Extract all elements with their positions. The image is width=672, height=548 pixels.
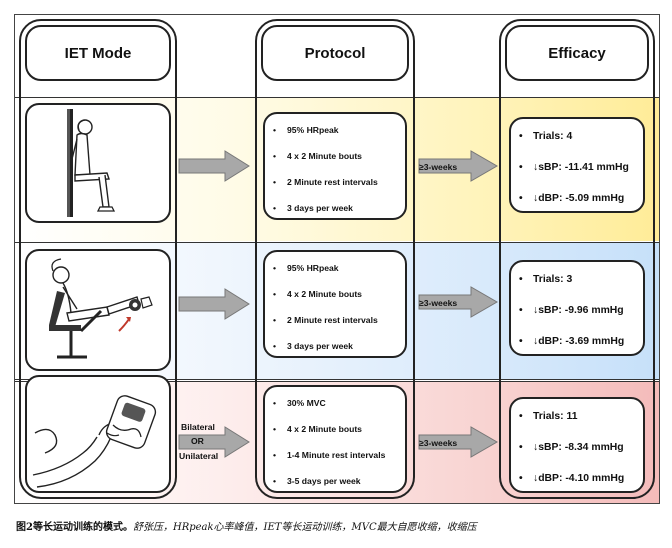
header-protocol: Protocol bbox=[261, 25, 409, 81]
efficacy-item: Trials: 3 bbox=[519, 264, 643, 295]
row-divider bbox=[15, 97, 659, 98]
caption-body: 舒张压，HRpeak心率峰值，IET等长运动训练，MVC最大自愿收缩，收缩压 bbox=[132, 522, 477, 533]
protocol-item: 2 Minute rest intervals bbox=[273, 307, 405, 333]
row-divider bbox=[15, 381, 659, 382]
protocol-box-leg-extension: 95% HRpeak 4 x 2 Minute bouts 2 Minute r… bbox=[263, 250, 407, 359]
wall-squat-image bbox=[25, 103, 171, 223]
protocol-item: 3 days per week bbox=[273, 333, 405, 359]
diagram-frame: IET Mode Protocol Efficacy 95% HRpeak 4 … bbox=[14, 14, 660, 504]
efficacy-item: ↓dBP: -5.09 mmHg bbox=[519, 183, 643, 214]
handgrip-dynamometer-arm-figure-icon bbox=[32, 395, 157, 488]
efficacy-column bbox=[499, 19, 655, 499]
protocol-item: 2 Minute rest intervals bbox=[273, 169, 405, 195]
efficacy-item: ↓dBP: -4.10 mmHg bbox=[519, 463, 643, 494]
right-arrow-icon bbox=[418, 426, 499, 458]
protocol-item: 95% HRpeak bbox=[273, 255, 405, 281]
row-divider bbox=[15, 379, 659, 380]
protocol-item: 4 x 2 Minute bouts bbox=[273, 416, 405, 442]
duration-label: ≥3-weeks bbox=[419, 162, 458, 172]
unilateral-label: Unilateral bbox=[179, 451, 219, 461]
efficacy-item: Trials: 11 bbox=[519, 401, 643, 432]
bilateral-label: Bilateral bbox=[181, 422, 215, 432]
protocol-column bbox=[255, 19, 415, 499]
caption-title: 图2等长运动训练的模式。 bbox=[16, 522, 133, 533]
handgrip-image bbox=[25, 375, 171, 493]
right-arrow-icon bbox=[178, 426, 250, 458]
efficacy-item: ↓sBP: -8.34 mmHg bbox=[519, 432, 643, 463]
protocol-box-handgrip: 30% MVC 4 x 2 Minute bouts 1-4 Minute re… bbox=[263, 385, 407, 494]
duration-label: ≥3-weeks bbox=[419, 298, 458, 308]
or-label: OR bbox=[191, 436, 204, 446]
right-arrow-icon bbox=[178, 288, 250, 320]
right-arrow-icon bbox=[418, 150, 499, 182]
leg-extension-image bbox=[25, 249, 171, 371]
efficacy-box-leg-extension: Trials: 3 ↓sBP: -9.96 mmHg ↓dBP: -3.69 m… bbox=[509, 260, 645, 357]
wall-squat-figure-icon bbox=[67, 109, 116, 217]
row-divider bbox=[15, 242, 659, 243]
protocol-item: 4 x 2 Minute bouts bbox=[273, 281, 405, 307]
protocol-item: 30% MVC bbox=[273, 390, 405, 416]
protocol-item: 4 x 2 Minute bouts bbox=[273, 143, 405, 169]
leg-extension-machine-figure-icon bbox=[49, 258, 153, 359]
header-efficacy: Efficacy bbox=[505, 25, 649, 81]
protocol-item: 3 days per week bbox=[273, 195, 405, 221]
duration-label: ≥3-weeks bbox=[419, 438, 458, 448]
efficacy-item: ↓sBP: -9.96 mmHg bbox=[519, 295, 643, 326]
efficacy-item: ↓dBP: -3.69 mmHg bbox=[519, 326, 643, 357]
efficacy-item: ↓sBP: -11.41 mmHg bbox=[519, 152, 643, 183]
efficacy-item: Trials: 4 bbox=[519, 121, 643, 152]
right-arrow-icon bbox=[418, 286, 499, 318]
protocol-item: 95% HRpeak bbox=[273, 117, 405, 143]
header-iet-mode: IET Mode bbox=[25, 25, 171, 81]
right-arrow-icon bbox=[178, 150, 250, 182]
efficacy-box-wall-squat: Trials: 4 ↓sBP: -11.41 mmHg ↓dBP: -5.09 … bbox=[509, 117, 645, 214]
figure-caption: 图2等长运动训练的模式。舒张压，HRpeak心率峰值，IET等长运动训练，MVC… bbox=[16, 518, 477, 533]
efficacy-box-handgrip: Trials: 11 ↓sBP: -8.34 mmHg ↓dBP: -4.10 … bbox=[509, 397, 645, 494]
mode-column bbox=[19, 19, 177, 499]
protocol-item: 1-4 Minute rest intervals bbox=[273, 442, 405, 468]
protocol-item: 3-5 days per week bbox=[273, 468, 405, 494]
protocol-box-wall-squat: 95% HRpeak 4 x 2 Minute bouts 2 Minute r… bbox=[263, 112, 407, 221]
